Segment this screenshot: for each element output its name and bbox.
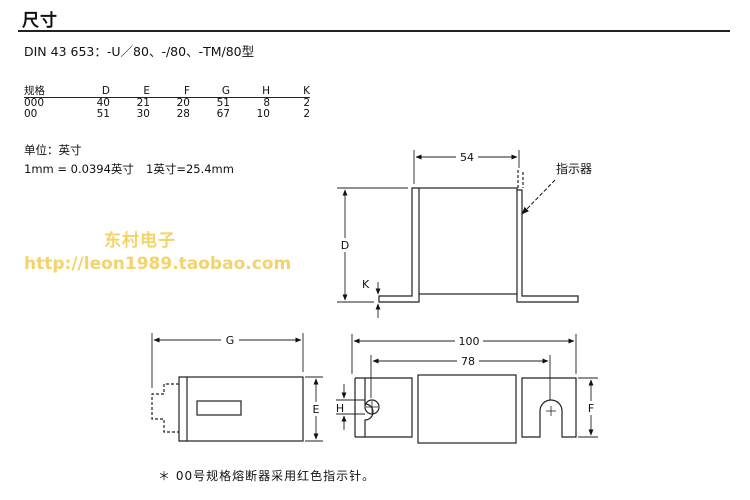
- dim-E-label: E: [313, 403, 320, 416]
- side-view: [378, 170, 579, 303]
- table-header-row: 规格 D E F G H K: [24, 86, 310, 98]
- table-row: 000 40 21 20 51 8 2: [24, 98, 310, 110]
- table-header: D: [70, 86, 110, 98]
- table-cell: 67: [216, 108, 230, 120]
- end-view: [151, 376, 304, 442]
- end-label-window: [196, 400, 242, 416]
- watermark-url: http://leon1989.taobao.com: [24, 254, 292, 274]
- table-header: K: [270, 86, 310, 98]
- dim-H-label: H: [336, 402, 344, 415]
- table-cell: 10: [256, 108, 270, 120]
- table-cell: 2: [303, 97, 310, 109]
- indicator-label: 指示器: [556, 161, 592, 176]
- table-cell: 8: [263, 97, 270, 109]
- dim-78-label: 78: [461, 355, 475, 368]
- table-cell: 000: [24, 97, 45, 109]
- dimension-H: [336, 384, 365, 430]
- dim-G-label: G: [226, 334, 235, 347]
- dimension-table: 规格 D E F G H K 000 40 21 20 51 8 2 00 51…: [24, 86, 310, 120]
- dim-F-label: F: [588, 402, 594, 415]
- dim-100-label: 100: [459, 335, 480, 348]
- table-row: 00 51 30 28 67 10 2: [24, 109, 310, 120]
- table-header: 规格: [24, 86, 70, 98]
- title-divider: [18, 30, 730, 32]
- fuse-body-top: [417, 374, 517, 444]
- dim-K-label: K: [362, 278, 370, 291]
- dim-54-label: 54: [460, 151, 474, 164]
- conversion-mm-to-inch: 1mm = 0.0394英寸: [24, 162, 134, 176]
- fuse-end-body: [186, 376, 304, 442]
- table-cell: 20: [176, 97, 190, 109]
- dim-D-label: D: [341, 239, 349, 252]
- table-header: F: [150, 86, 190, 98]
- table-cell: 40: [96, 97, 110, 109]
- table-cell: 51: [216, 97, 230, 109]
- watermark-name: 东村电子: [104, 231, 176, 251]
- footnote: ＊ 00号规格熔断器采用红色指示针。: [158, 469, 376, 483]
- table-header: E: [110, 86, 150, 98]
- table-cell: 30: [136, 108, 150, 120]
- right-blade: [516, 189, 579, 303]
- standard-subtitle: DIN 43 653：-U／80、-/80、-TM/80型: [24, 44, 255, 59]
- indicator-leader: [521, 179, 556, 215]
- table-cell: 28: [176, 108, 190, 120]
- conversion-inch-to-mm: 1英寸=25.4mm: [146, 162, 234, 176]
- table-cell: 51: [96, 108, 110, 120]
- fuse-body-side: [418, 187, 518, 295]
- page-title: 尺寸: [22, 11, 58, 31]
- end-blade-outline: [151, 383, 179, 433]
- unit-label: 单位：英寸: [24, 143, 82, 157]
- top-view: [354, 374, 577, 444]
- table-header: H: [230, 86, 270, 98]
- table-header: G: [190, 86, 230, 98]
- left-tag: [355, 377, 413, 438]
- table-cell: 2: [303, 108, 310, 120]
- table-cell: 00: [24, 108, 38, 120]
- left-blade: [378, 187, 420, 303]
- table-cell: 21: [136, 97, 150, 109]
- right-tag: [521, 377, 577, 438]
